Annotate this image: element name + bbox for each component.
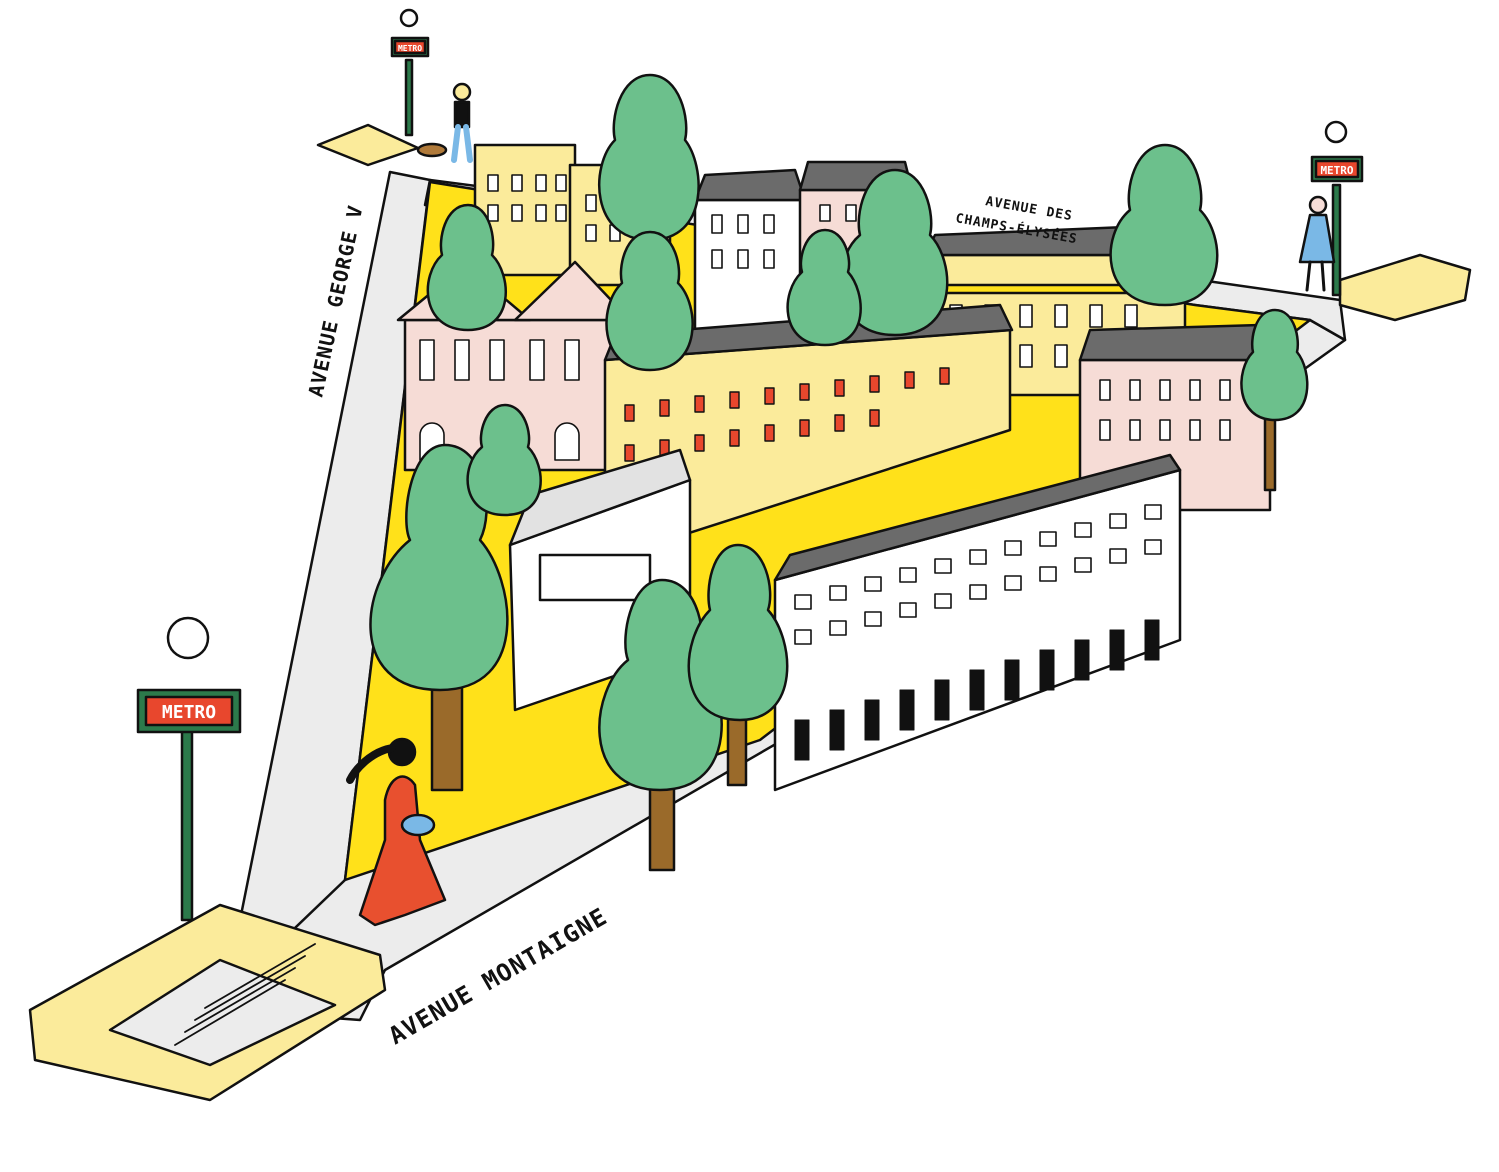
metro-entrance-right bbox=[1338, 253, 1472, 322]
tree-icon bbox=[369, 443, 509, 792]
metro-sign-bottom: METRO bbox=[136, 616, 242, 922]
metro-sign-top-left: METRO bbox=[390, 8, 430, 137]
tree-icon bbox=[1240, 308, 1309, 492]
pedestrian-woman-red-dress bbox=[346, 737, 447, 927]
metro-sign-label: METRO bbox=[398, 44, 422, 53]
tree-icon bbox=[598, 73, 700, 242]
building-white-office bbox=[773, 453, 1182, 792]
metro-entrance-top-left bbox=[316, 123, 420, 167]
tree-icon bbox=[426, 203, 508, 332]
tree-icon bbox=[466, 403, 542, 517]
metro-sign-label: METRO bbox=[1320, 164, 1353, 177]
tree-icon bbox=[786, 228, 862, 347]
tree-icon bbox=[687, 543, 789, 787]
tree-icon bbox=[1109, 143, 1219, 307]
tree-icon bbox=[598, 578, 723, 872]
trees bbox=[369, 73, 1309, 872]
tree-icon bbox=[839, 168, 949, 337]
metro-entrance-bottom bbox=[28, 903, 387, 1102]
metro-sign-label: METRO bbox=[162, 702, 216, 723]
dog-icon bbox=[416, 142, 448, 158]
tree-icon bbox=[605, 230, 694, 372]
pedestrian-woman-blue-dress bbox=[1298, 195, 1336, 292]
pedestrian-woman-with-dog bbox=[416, 82, 473, 163]
metro-sign-right: METRO bbox=[1310, 120, 1364, 297]
